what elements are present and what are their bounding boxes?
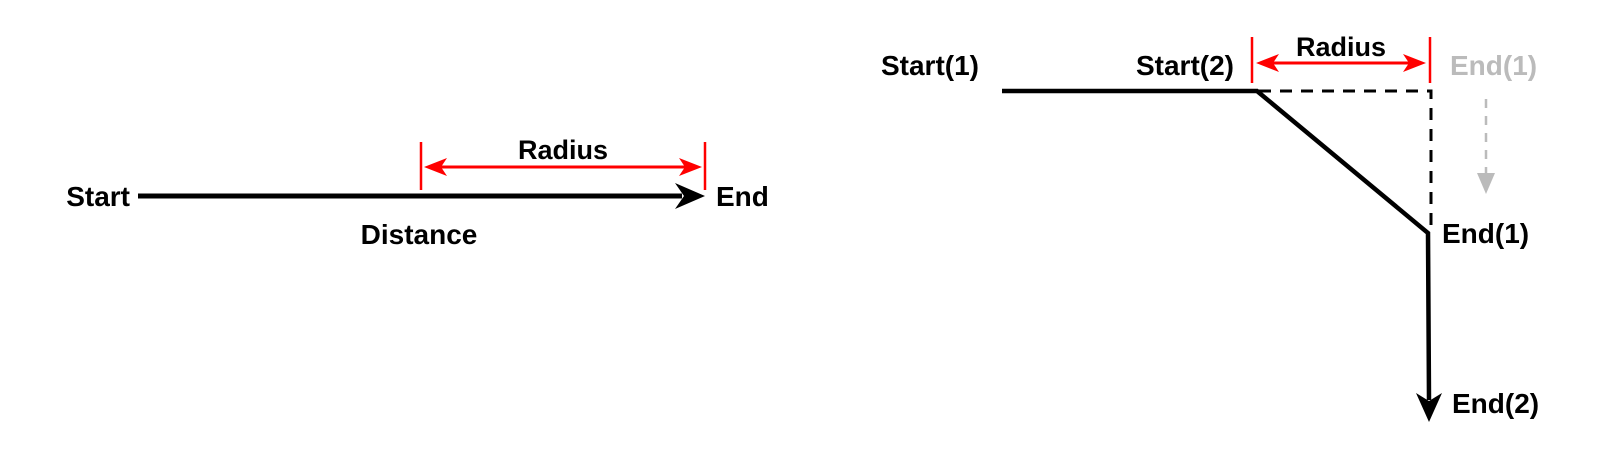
right-end2-label: End(2) bbox=[1452, 388, 1539, 419]
right-radius-arrowhead-right-icon bbox=[1403, 54, 1426, 72]
left-end-label: End bbox=[716, 181, 769, 212]
right-start1-label: Start(1) bbox=[881, 50, 979, 81]
right-radius-label: Radius bbox=[1296, 32, 1386, 62]
distance-arrowhead-icon bbox=[675, 183, 705, 209]
left-start-label: Start bbox=[66, 181, 130, 212]
left-radius-arrowhead-right-icon bbox=[679, 158, 702, 176]
turn-radius-diagram: Start(1) Start(2) Radius End(1) bbox=[881, 32, 1539, 422]
left-radius-label: Radius bbox=[518, 135, 608, 165]
turn-path-arrowhead-icon bbox=[1416, 393, 1442, 422]
right-radius-arrowhead-left-icon bbox=[1256, 54, 1279, 72]
projection-dashed-line bbox=[1259, 89, 1433, 226]
right-end1-label: End(1) bbox=[1442, 218, 1529, 249]
left-radius-arrowhead-left-icon bbox=[424, 158, 447, 176]
right-start2-label: Start(2) bbox=[1136, 50, 1234, 81]
ghost-move-arrowhead-icon bbox=[1477, 173, 1495, 194]
left-distance-label: Distance bbox=[361, 219, 478, 250]
ghost-end1-label: End(1) bbox=[1450, 50, 1537, 81]
turn-path-line bbox=[1002, 88, 1432, 401]
distance-radius-diagram: Start End Radius Distance bbox=[66, 135, 769, 250]
